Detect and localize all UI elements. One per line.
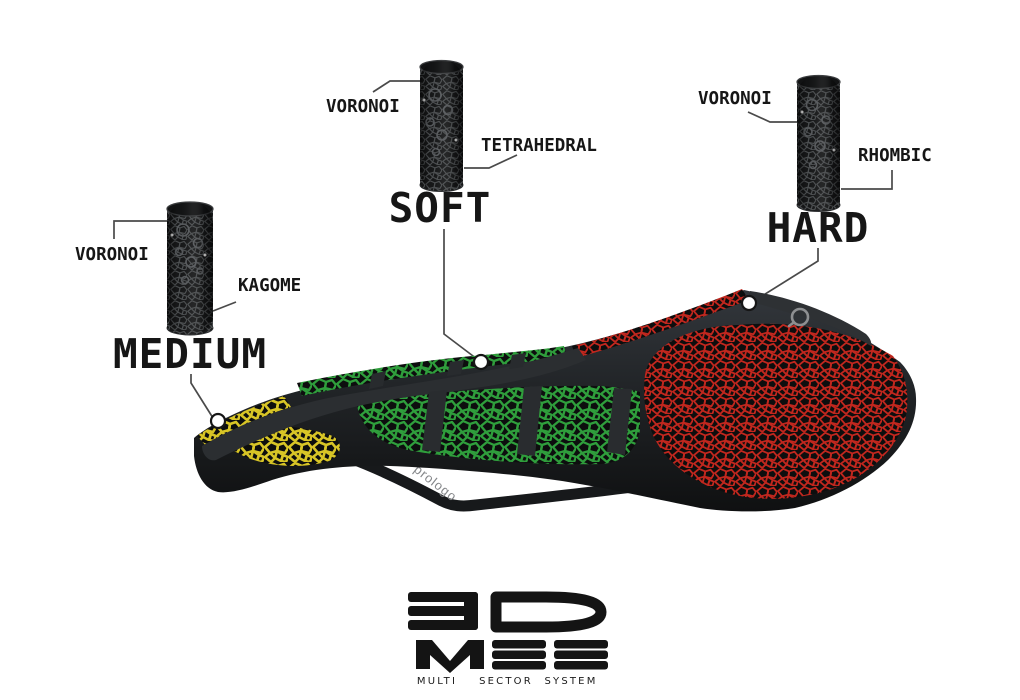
hard-callout: VORONOI RHOMBIC HARD (698, 74, 932, 302)
ridge-lattice-green (297, 346, 567, 396)
frame-strut (607, 388, 632, 455)
leader-line-medium-kagome (212, 301, 237, 312)
tagline-word-sector: SECTOR (479, 676, 533, 687)
leader-line-hard-zone (753, 248, 819, 302)
frame-strut (517, 386, 542, 456)
hard-voronoi-label: VORONOI (698, 89, 772, 109)
leader-line-soft-zone (443, 229, 478, 360)
soft-voronoi-label: VORONOI (326, 97, 400, 117)
ridge-brace (369, 371, 386, 389)
frame-spine (202, 348, 586, 461)
callout-dot-hard (740, 294, 758, 312)
frame-strut (422, 390, 447, 452)
ridge-brace (509, 353, 526, 369)
soft-tetrahedral-label: TETRAHEDRAL (481, 136, 597, 156)
prologo-emblem-icon (787, 307, 810, 328)
ridge-brace (447, 360, 464, 376)
medium-zone-label: MEDIUM (113, 330, 267, 378)
logo-3d (408, 591, 607, 633)
brand-logo: MULTI SECTOR SYSTEM (408, 591, 608, 687)
leader-line-hard-voronoi (747, 111, 798, 123)
leader-line-medium-zone (190, 374, 214, 419)
soft-sample-cylinder (419, 59, 464, 192)
hard-rhombic-label: RHOMBIC (858, 146, 932, 166)
callout-dot-soft (472, 353, 490, 371)
logo-tagline: MULTI SECTOR SYSTEM (417, 676, 597, 687)
rear-window-lattice-red (644, 323, 908, 499)
logo-mss (416, 640, 608, 673)
leader-line-soft-tetrahedral (464, 154, 518, 169)
medium-kagome-label: KAGOME (238, 276, 301, 296)
rear-cover (747, 291, 872, 346)
tagline-word-system: SYSTEM (544, 676, 597, 687)
callout-dot-medium (209, 412, 227, 430)
leader-line-hard-rhombic (841, 170, 893, 190)
leader-line-soft-voronoi (372, 80, 421, 93)
hard-sample-cylinder (796, 74, 841, 212)
soft-zone-label: SOFT (389, 184, 492, 232)
tagline-word-multi: MULTI (417, 676, 457, 687)
medium-voronoi-label: VORONOI (75, 245, 149, 265)
medium-sample-cylinder (166, 201, 214, 336)
medium-callout: VORONOI KAGOME MEDIUM (75, 201, 301, 419)
ridge-lattice-red (572, 289, 749, 358)
nose-ridge-lattice-yellow (197, 396, 291, 448)
saddle: prologo (194, 289, 917, 512)
leader-line-medium-voronoi (113, 220, 172, 239)
soft-callout: VORONOI TETRAHEDRAL SOFT (326, 59, 597, 360)
hard-zone-label: HARD (767, 204, 870, 252)
